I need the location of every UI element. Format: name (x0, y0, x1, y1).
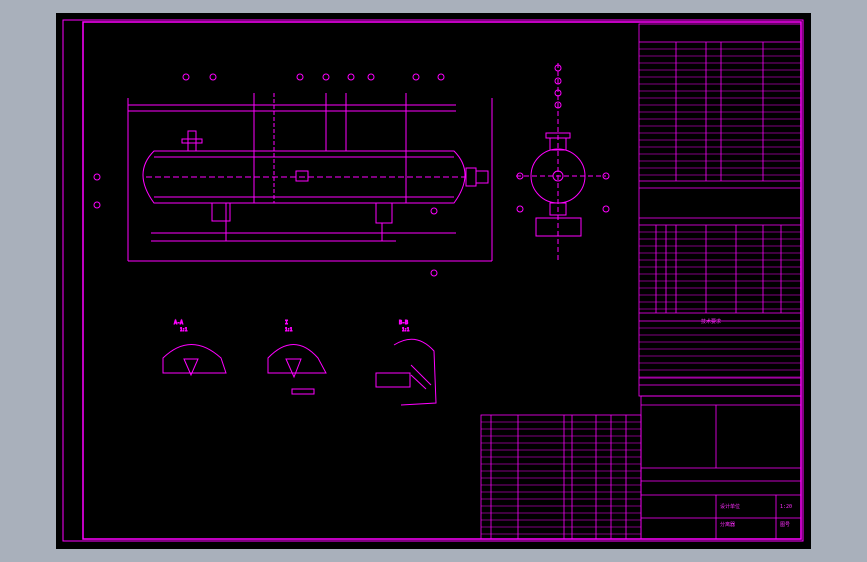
detail-1-label: I (285, 320, 288, 326)
vessel-side-view (516, 63, 610, 261)
title-block (640, 395, 802, 540)
notes-title: 技术要求 (701, 318, 721, 325)
title-scale: 1:20 (780, 504, 792, 510)
title-design-unit: 设计单位 (720, 503, 740, 510)
table-rows (639, 48, 801, 378)
title-equipment-name: 分离器 (720, 521, 735, 528)
detail-b: B-B 1:1 (375, 320, 437, 406)
detail-b-scale: 1:1 (402, 327, 410, 332)
inner-frame (82, 21, 802, 540)
parts-list (480, 414, 642, 540)
data-table-right (638, 23, 802, 397)
drawing-canvas[interactable]: A-A 1:1 I 1:1 B-B 1:1 (56, 13, 811, 549)
parts-list-rows (481, 421, 641, 535)
detail-a-scale: 1:1 (180, 327, 188, 332)
vessel-main-view (127, 93, 493, 262)
detail-1-scale: 1:1 (285, 327, 293, 332)
detail-a-label: A-A (174, 320, 183, 326)
detail-1: I 1:1 (267, 320, 327, 395)
detail-a: A-A 1:1 (162, 320, 227, 377)
balloon-callouts (93, 73, 445, 277)
title-drawing-no: 图号 (780, 522, 790, 528)
outer-frame (62, 19, 804, 542)
cad-drawing[interactable]: A-A 1:1 I 1:1 B-B 1:1 (56, 13, 811, 549)
detail-b-label: B-B (399, 320, 408, 326)
